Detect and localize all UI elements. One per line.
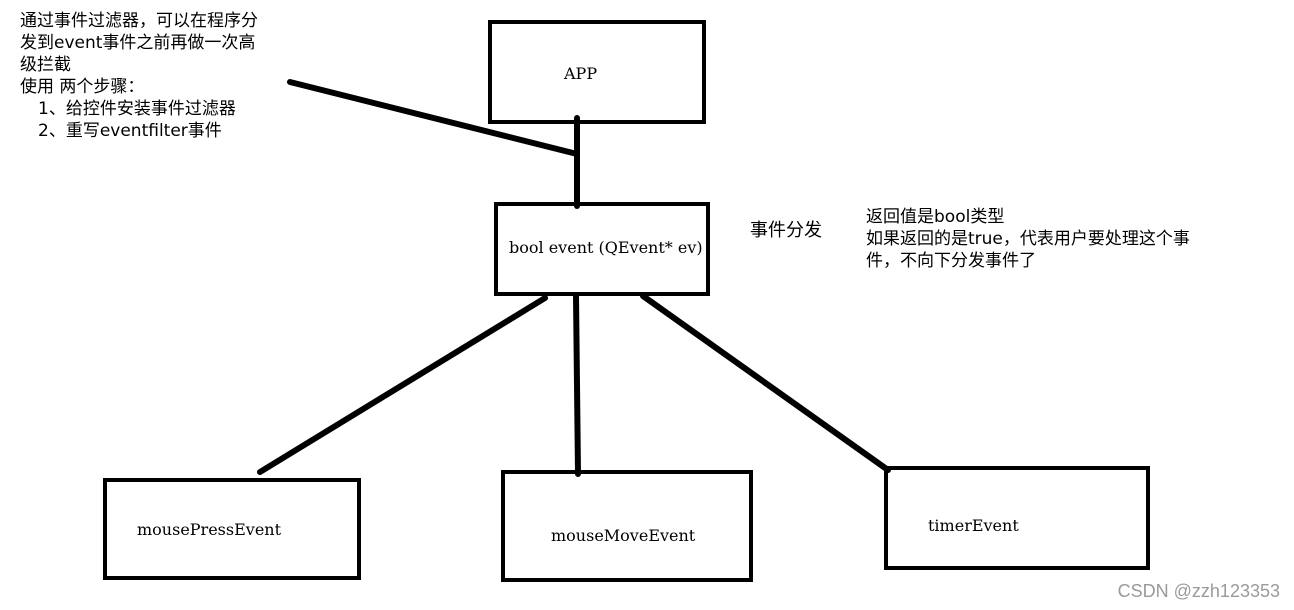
note-line: 如果返回的是true，代表用户要处理这个事	[866, 229, 1190, 249]
note-line: 使用 两个步骤：	[20, 77, 145, 97]
return-value-note: 返回值是bool类型 如果返回的是true，代表用户要处理这个事 件，不向下分发…	[866, 206, 1190, 272]
mouse-press-label: mousePressEvent	[137, 520, 282, 539]
app-label: APP	[564, 64, 598, 83]
event-to-press-line	[257, 295, 548, 475]
note-line: 通过事件过滤器，可以在程序分	[20, 11, 258, 31]
event-to-timer-line	[640, 293, 891, 473]
watermark: CSDN @zzh123353	[1117, 581, 1280, 601]
mouse-move-node: mouseMoveEvent	[501, 470, 753, 582]
note-line: 发到event事件之前再做一次高	[20, 33, 256, 53]
dispatch-label: 事件分发	[750, 220, 822, 241]
event-to-move-line	[573, 293, 581, 477]
app-node: APP	[488, 20, 706, 124]
timer-node: timerEvent	[884, 466, 1150, 570]
note-line: 返回值是bool类型	[866, 207, 1005, 227]
note-line: 级拦截	[20, 55, 71, 75]
note-line: 件，不向下分发事件了	[866, 251, 1036, 271]
event-node: bool event (QEvent* ev)	[494, 202, 710, 296]
event-filter-note: 通过事件过滤器，可以在程序分 发到event事件之前再做一次高 级拦截 使用 两…	[20, 10, 258, 142]
note-line: 1、给控件安装事件过滤器	[38, 99, 236, 119]
filter-pointer-line	[287, 79, 580, 157]
mouse-press-node: mousePressEvent	[103, 478, 361, 580]
note-line: 2、重写eventfilter事件	[38, 121, 222, 141]
timer-label: timerEvent	[928, 516, 1019, 535]
mouse-move-label: mouseMoveEvent	[551, 526, 696, 545]
event-label: bool event (QEvent* ev)	[509, 238, 703, 257]
